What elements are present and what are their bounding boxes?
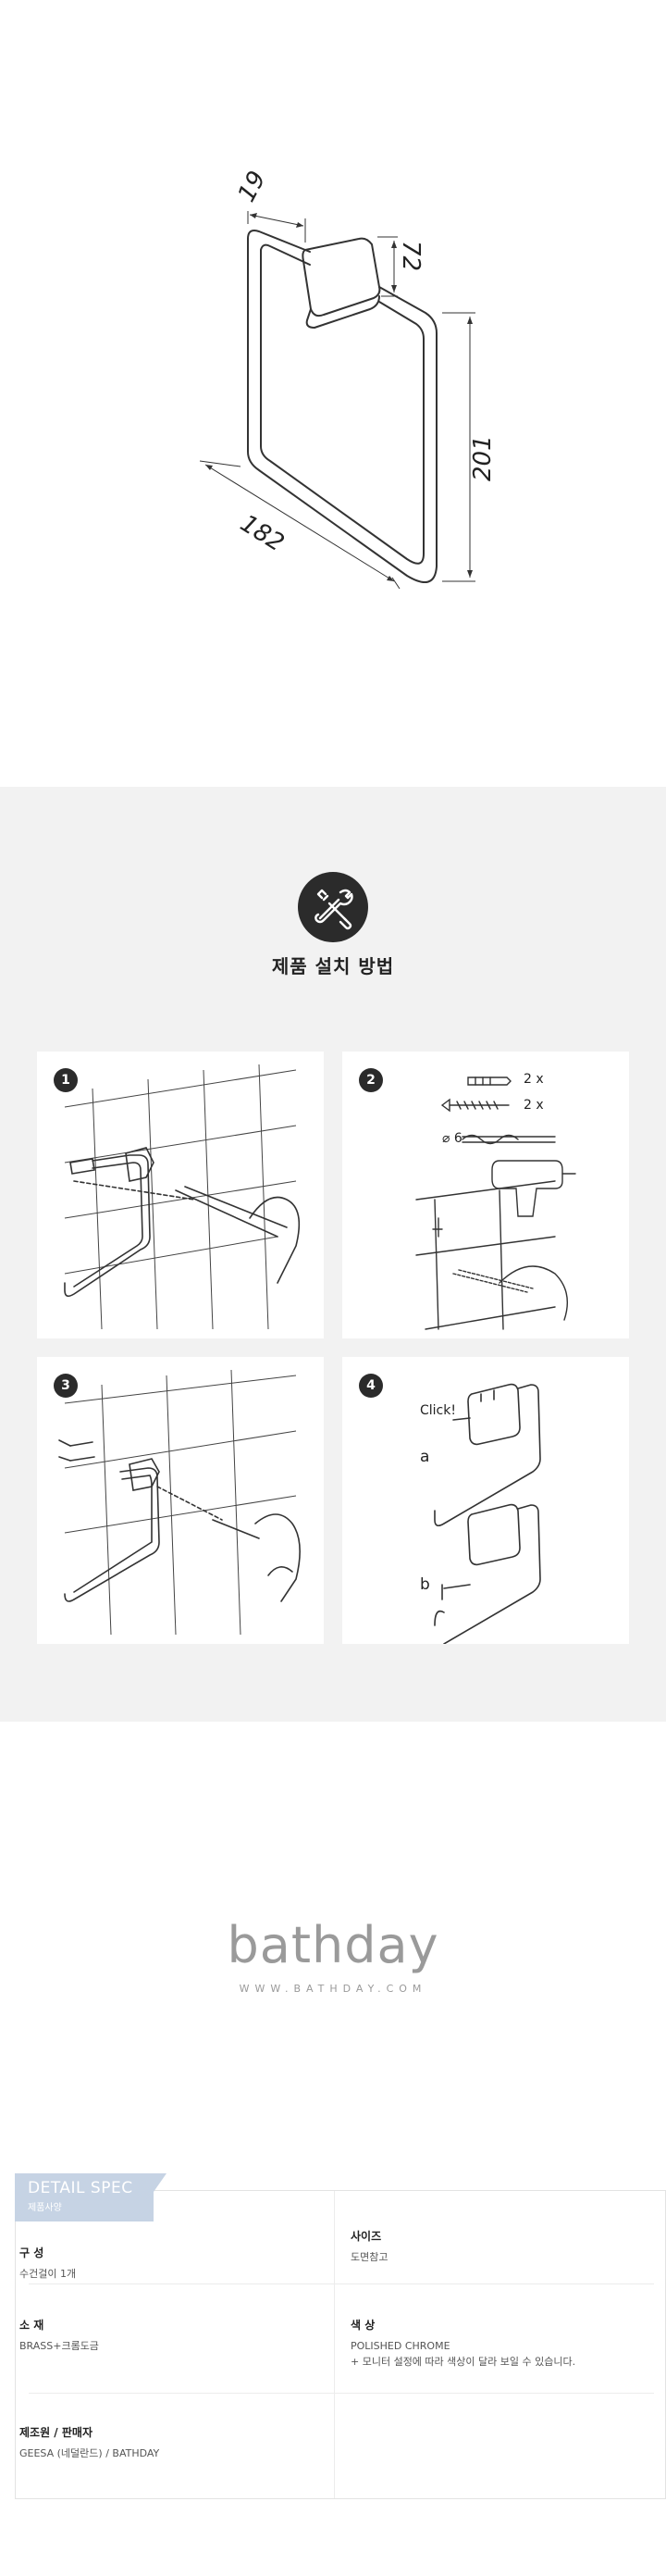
spec-label: 소 재	[19, 2319, 44, 2332]
spec-row-divider	[29, 2393, 654, 2394]
spec-value: GEESA (네덜란드) / BATHDAY	[19, 2447, 160, 2459]
dim-plate-label: 72	[397, 241, 425, 271]
spec-value: 수건걸이 1개	[19, 2268, 77, 2280]
spec-label: 제조원 / 판매자	[19, 2426, 92, 2439]
step-4-option-b: b	[420, 1575, 430, 1594]
step-2-number: 2	[359, 1068, 383, 1092]
dim-depth-label: 19	[233, 167, 272, 206]
spec-cell-manufacturer: 제조원 / 판매자 GEESA (네덜란드) / BATHDAY	[19, 2424, 159, 2461]
step-2-screw-qty: 2 x	[524, 1098, 544, 1113]
spec-label: 색 상	[351, 2319, 376, 2332]
brand-logo: bathday WWW.BATHDAY.COM	[0, 1916, 666, 2018]
detail-spec-subtitle: 제품사양	[28, 2203, 62, 2213]
spec-label: 사이즈	[351, 2230, 382, 2243]
brand-url: WWW.BATHDAY.COM	[239, 1983, 427, 1995]
spec-value: POLISHED CHROME	[351, 2340, 450, 2352]
install-step-1: 1	[37, 1052, 324, 1338]
detail-spec-tag: DETAIL SPEC 제품사양	[15, 2173, 154, 2221]
spec-cell-size: 사이즈 도면참고	[351, 2228, 388, 2265]
spec-cell-material: 소 재 BRASS+크롬도금	[19, 2317, 99, 2354]
spec-cell-composition: 구 성 수건걸이 1개	[19, 2245, 76, 2282]
spec-table: 구 성 수건걸이 1개 사이즈 도면참고 소 재 BRASS+크롬도금 색 상 …	[15, 2190, 666, 2499]
spec-column-divider	[334, 2191, 335, 2498]
detail-spec-section: 구 성 수건걸이 1개 사이즈 도면참고 소 재 BRASS+크롬도금 색 상 …	[15, 2173, 666, 2499]
step-4-click-label: Click!	[420, 1403, 456, 1418]
spec-note: + 모니터 설정에 따라 색상이 달라 보일 수 있습니다.	[351, 2356, 576, 2368]
install-step-2: 2 2 x 2 x ⌀ 6	[342, 1052, 629, 1338]
spec-value: BRASS+크롬도금	[19, 2340, 99, 2352]
install-step-4: 4 Click! a b	[342, 1357, 629, 1644]
dim-height-label: 201	[469, 435, 497, 481]
detail-spec-title: DETAIL SPEC	[28, 2179, 133, 2197]
dim-width-label: 182	[235, 509, 289, 557]
dimension-drawing: 19 72 201 182	[199, 167, 497, 590]
step-4-option-a: a	[420, 1448, 430, 1466]
spec-label: 구 성	[19, 2246, 44, 2259]
installation-section: 제품 설치 방법 1	[0, 787, 666, 1722]
step-3-number: 3	[54, 1374, 78, 1398]
install-title: 제품 설치 방법	[271, 955, 395, 977]
step-4-number: 4	[359, 1374, 383, 1398]
step-2-dowel-qty: 2 x	[524, 1072, 544, 1087]
step-2-drill-size: ⌀ 6	[442, 1131, 462, 1146]
wrench-screwdriver-icon	[298, 872, 368, 942]
step-1-number: 1	[54, 1068, 78, 1092]
spec-cell-color: 색 상 POLISHED CHROME + 모니터 설정에 따라 색상이 달라 …	[351, 2317, 575, 2370]
brand-name: bathday	[227, 1916, 439, 1974]
install-step-3: 3	[37, 1357, 324, 1644]
detail-spec-tag-notch	[154, 2173, 166, 2192]
spec-value: 도면참고	[351, 2251, 388, 2263]
dimension-drawing-section: 19 72 201 182	[0, 0, 666, 787]
